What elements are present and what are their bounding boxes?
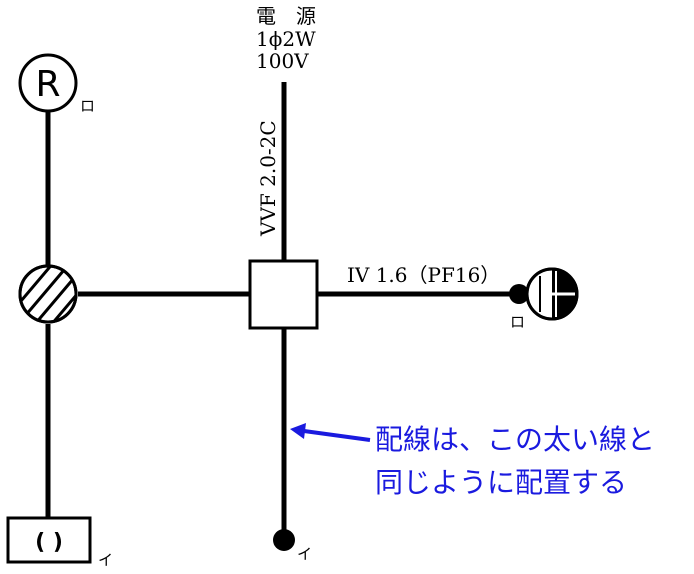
ceiling-light: ( ) (6, 516, 92, 564)
r-lamp: R (18, 53, 78, 113)
annotation-text: 配線は、この太い線と 同じように配置する (375, 423, 655, 499)
wires (45, 82, 519, 536)
junction-box (248, 259, 319, 330)
main-cable-label: VVF 2.0-2C (256, 120, 280, 237)
r-lamp-label: ロ (80, 97, 95, 115)
ceiling-light-label: イ (98, 551, 113, 569)
branch-cable-label: IV 1.6（PF16） (347, 263, 500, 287)
r-lamp-symbol: R (35, 64, 60, 105)
power-source-line3: 100V (256, 49, 309, 73)
bottom-switch-label: イ (297, 545, 312, 563)
power-source-line1: 電 源 (256, 4, 316, 28)
ceiling-light-symbol: ( ) (35, 530, 63, 555)
outlet-label: ロ (510, 313, 525, 331)
annotation-line1: 配線は、この太い線と (375, 423, 655, 456)
outlet-dot (509, 284, 529, 304)
hatched-fixture (18, 264, 78, 324)
annotation-line2: 同じように配置する (375, 466, 627, 499)
annotation-arrow (290, 423, 371, 442)
power-source-line2: 1ϕ2W (256, 27, 316, 51)
power-source: 電 源 1ϕ2W 100V (256, 4, 316, 73)
ceiling-light-box (6, 516, 92, 564)
r-lamp-circle (18, 53, 78, 113)
bottom-switch-dot (273, 529, 295, 551)
outlet (509, 267, 579, 321)
